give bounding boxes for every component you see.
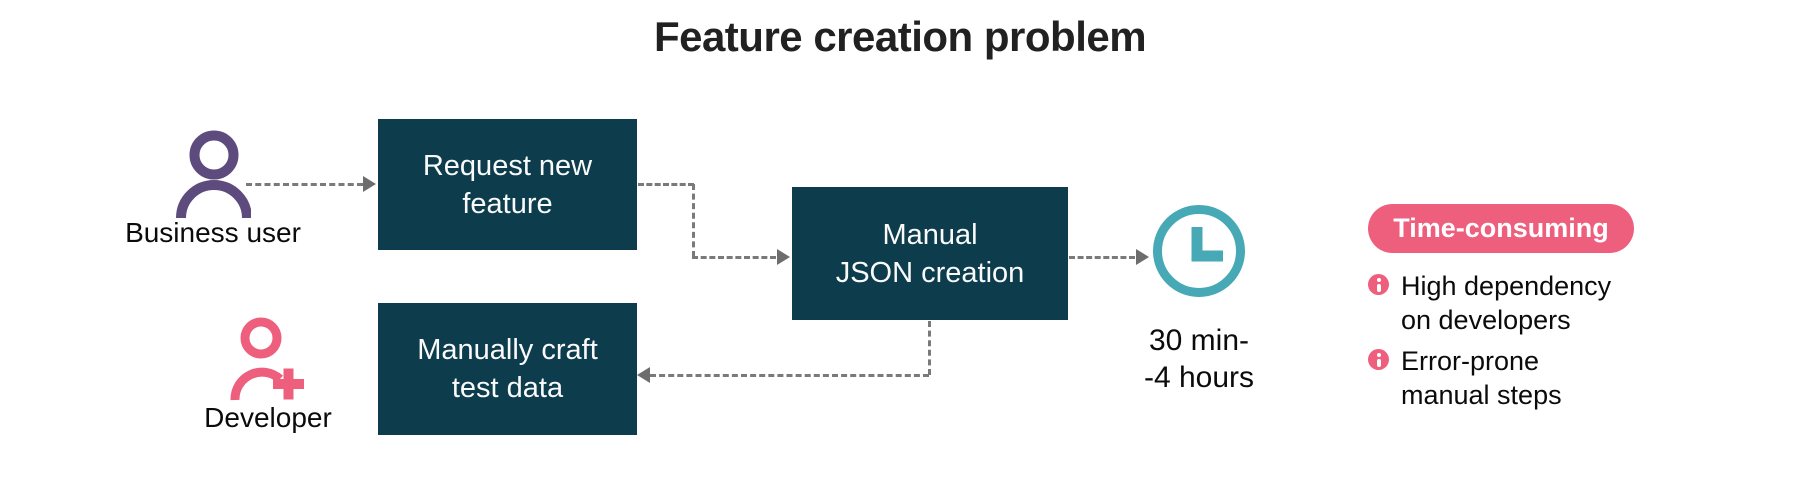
duration-line: -4 hours bbox=[1143, 361, 1255, 394]
duration-label: 30 min- -4 hours bbox=[1104, 322, 1294, 396]
arrowhead-right-icon bbox=[363, 176, 376, 192]
person-icon bbox=[176, 130, 251, 218]
connector-json-to-craft-v bbox=[928, 321, 931, 375]
callout-line: manual steps bbox=[1401, 380, 1562, 410]
step-label-line: test data bbox=[451, 372, 564, 404]
step-label-line: feature bbox=[462, 187, 553, 220]
badge-label: Time-consuming bbox=[1393, 213, 1609, 243]
alert-icon bbox=[1368, 349, 1389, 370]
callout-item-dependency: High dependency on developers bbox=[1368, 269, 1611, 337]
alert-icon bbox=[1368, 274, 1389, 295]
clock-icon bbox=[1153, 205, 1245, 297]
callout-text: High dependency on developers bbox=[1401, 269, 1611, 337]
step-manual-json-creation: Manual JSON creation bbox=[792, 187, 1068, 320]
connector-request-to-json-h2 bbox=[692, 256, 776, 259]
actor-business-user: Business user bbox=[106, 128, 320, 248]
diagram-title: Feature creation problem bbox=[653, 13, 1147, 60]
step-label-line: Manually craft bbox=[417, 334, 598, 366]
person-plus-icon bbox=[230, 317, 304, 401]
callout-line: on developers bbox=[1401, 305, 1571, 335]
callout-text: Error-prone manual steps bbox=[1401, 344, 1562, 412]
connector-json-to-craft-h bbox=[650, 374, 929, 377]
duration-line: 30 min- bbox=[1148, 324, 1250, 357]
callout-line: Error-prone bbox=[1401, 346, 1540, 376]
connector-business-to-request bbox=[246, 183, 363, 186]
developer-label: Developer bbox=[204, 402, 332, 433]
time-consuming-badge: Time-consuming bbox=[1368, 204, 1634, 253]
callout-item-error-prone: Error-prone manual steps bbox=[1368, 344, 1562, 412]
step-label-line: JSON creation bbox=[835, 256, 1025, 289]
arrowhead-right-icon bbox=[777, 249, 790, 265]
connector-json-to-clock bbox=[1069, 256, 1135, 259]
connector-request-to-json-h1 bbox=[638, 183, 694, 186]
arrowhead-right-icon bbox=[1136, 249, 1149, 265]
step-label-line: Request new bbox=[422, 149, 593, 182]
step-label-line: Manual bbox=[882, 218, 978, 251]
connector-request-to-json-v bbox=[692, 184, 695, 257]
step-manually-craft-test-data: Manually craft test data bbox=[378, 303, 637, 435]
callout-line: High dependency bbox=[1401, 271, 1612, 301]
business-user-label: Business user bbox=[125, 217, 301, 248]
actor-developer: Developer bbox=[163, 315, 373, 433]
arrowhead-left-icon bbox=[637, 367, 650, 383]
step-request-new-feature: Request new feature bbox=[378, 119, 637, 250]
